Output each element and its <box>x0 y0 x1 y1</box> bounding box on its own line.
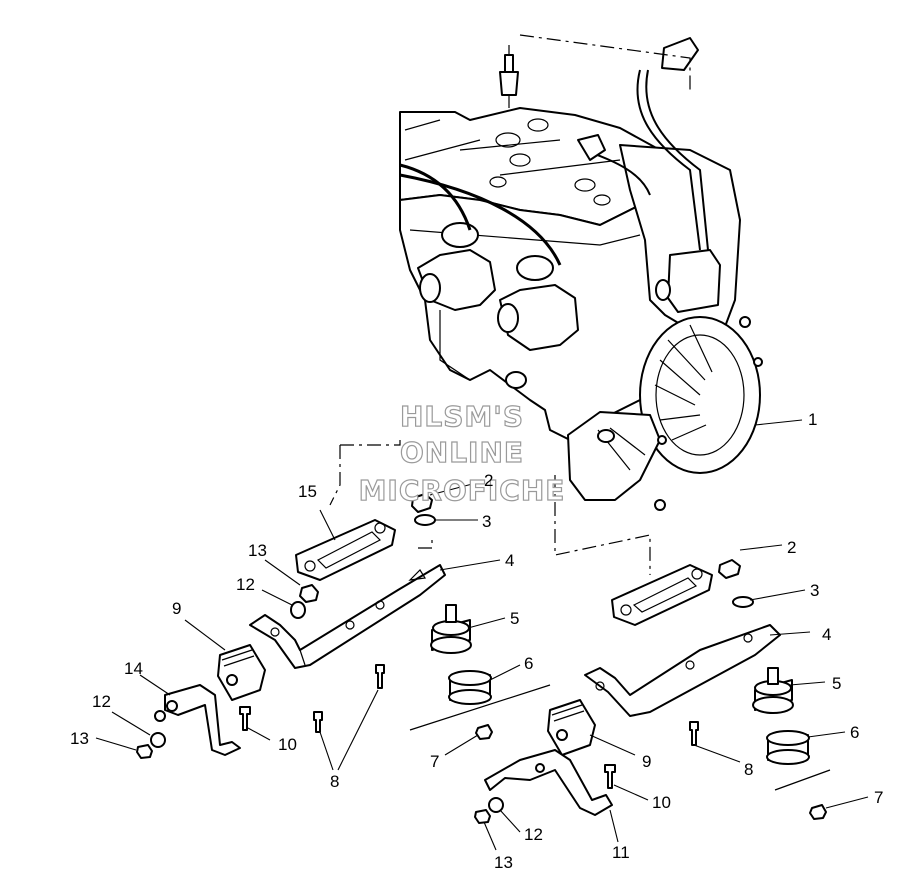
rubber-mount-right <box>752 667 794 714</box>
callout-12-lower-left: 12 <box>92 692 111 711</box>
carburetor-left <box>417 222 496 311</box>
callout-6-right: 6 <box>850 723 859 742</box>
nut-13-lower-left <box>136 744 153 759</box>
callout-12-right: 12 <box>524 825 543 844</box>
washer-12-upper-left <box>290 601 306 619</box>
bolt-8-left-b <box>375 664 385 689</box>
rubber-mount-left <box>430 604 472 654</box>
callout-12-upper-left: 12 <box>236 575 255 594</box>
leader-lines <box>95 419 869 851</box>
washer-upper-left <box>414 514 436 526</box>
assembly-line-right <box>554 475 651 575</box>
assembly-line-left <box>329 440 401 506</box>
bolt-8-left-a <box>313 711 323 733</box>
callout-8-left: 8 <box>330 772 339 791</box>
support-bracket-right <box>484 749 613 816</box>
callout-11: 11 <box>612 843 630 862</box>
rubber-block-right <box>547 699 596 756</box>
callout-5-left: 5 <box>510 609 519 628</box>
callout-10-left: 10 <box>278 735 297 754</box>
callout-2-right: 2 <box>787 538 796 557</box>
spacer-right <box>766 730 810 765</box>
nut-7-right <box>809 804 827 820</box>
nut-upper-left <box>411 493 433 513</box>
mount-bracket-left <box>249 564 446 669</box>
mount-bracket-right <box>584 624 781 717</box>
nut-13-upper-left <box>299 584 319 603</box>
callout-2-left: 2 <box>484 471 493 490</box>
bolt-8-right <box>689 721 699 746</box>
axis-line-left <box>409 684 551 731</box>
spacer-plate-right <box>611 564 713 626</box>
assembly-line-left-mount <box>418 535 433 549</box>
carburetor-right <box>497 255 579 351</box>
callout-13-right: 13 <box>494 853 513 872</box>
callout-labels: 1 2 2 3 3 4 4 5 5 6 6 7 7 8 8 9 9 10 10 … <box>70 410 883 872</box>
spark-plug <box>499 45 519 108</box>
engine-assembly <box>399 37 763 511</box>
nut-13-lower-right <box>474 809 491 824</box>
callout-15: 15 <box>298 482 317 501</box>
spacer-left <box>448 670 492 705</box>
watermark: HLSM'S ONLINE MICROFICHE <box>358 399 566 507</box>
callout-1: 1 <box>808 410 817 429</box>
callout-6-left: 6 <box>524 654 533 673</box>
callout-4-right: 4 <box>822 625 831 644</box>
callout-7-mid: 7 <box>430 752 439 771</box>
axis-line-right <box>774 769 831 791</box>
washer-12-lower-left <box>150 732 166 748</box>
callout-14: 14 <box>124 659 143 678</box>
callout-9-right: 9 <box>642 752 651 771</box>
bolt-10-left <box>239 706 251 731</box>
assembly-line-plug <box>519 34 691 92</box>
callout-5-right: 5 <box>832 674 841 693</box>
bolt-10-right <box>604 764 616 789</box>
washer-12-lower-right <box>488 797 504 813</box>
callout-13-lower-left: 13 <box>70 729 89 748</box>
callout-9-left: 9 <box>172 599 181 618</box>
callout-8-right: 8 <box>744 760 753 779</box>
support-bracket-left <box>154 684 241 756</box>
watermark-line-2: ONLINE <box>400 436 524 469</box>
callout-3-right: 3 <box>810 581 819 600</box>
nut-7-mid <box>475 724 493 740</box>
watermark-line-3: MICROFICHE <box>359 474 566 507</box>
spacer-plate-left <box>295 519 396 581</box>
callout-10-right: 10 <box>652 793 671 812</box>
rubber-block-left <box>217 644 266 701</box>
callout-3-left: 3 <box>482 512 491 531</box>
callout-4-left: 4 <box>505 551 514 570</box>
washer-upper-right <box>732 596 754 608</box>
nut-upper-right <box>718 559 741 579</box>
watermark-line-1: HLSM'S <box>400 400 524 433</box>
callout-7-right: 7 <box>874 788 883 807</box>
callout-13-upper-left: 13 <box>248 541 267 560</box>
